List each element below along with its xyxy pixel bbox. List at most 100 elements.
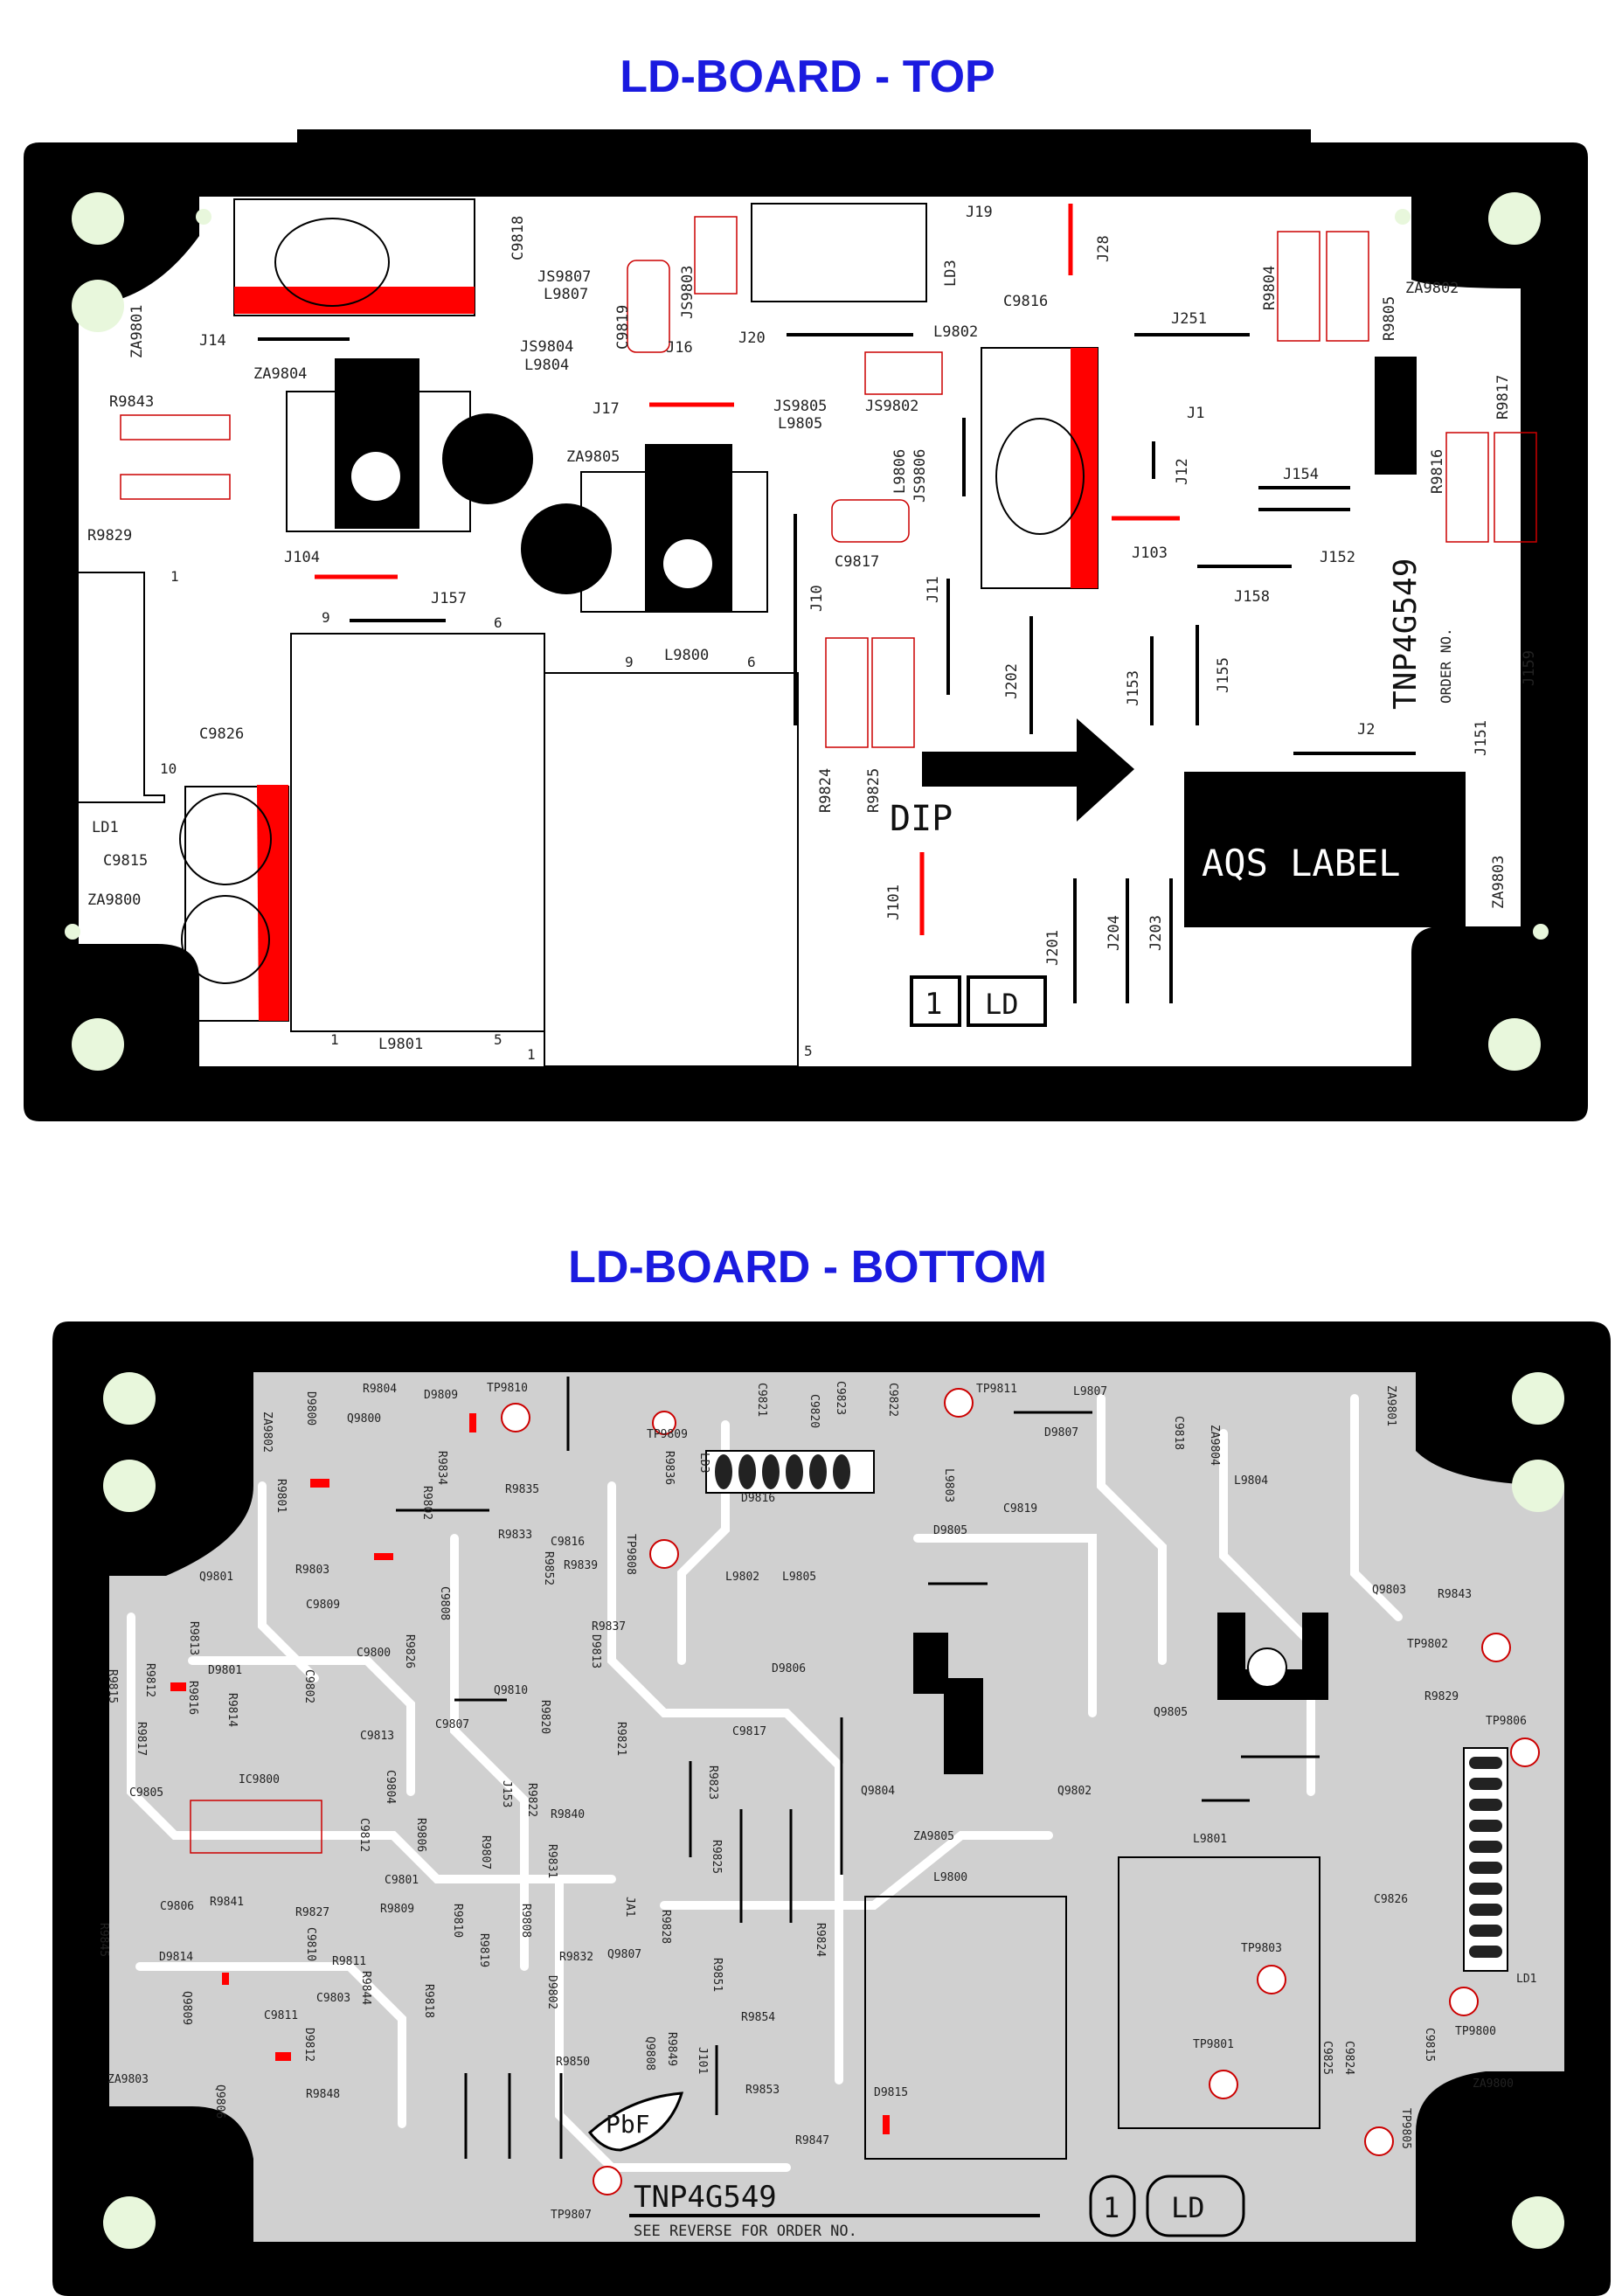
pin-label: 9 — [322, 609, 330, 626]
capacitor-c9815-highlight — [257, 785, 288, 1021]
aqs-label-block — [1184, 772, 1466, 927]
connector-ld3 — [751, 203, 927, 302]
label: L9802 — [725, 1571, 759, 1584]
top-box-ld — [967, 975, 1047, 1027]
label: R9816 — [186, 1681, 199, 1715]
label-j14: J14 — [199, 332, 226, 350]
top-component-labels: ZA9801 J14 ZA9804 R9843 R9829 J104 J157 … — [87, 204, 1538, 1053]
mounting-hole — [103, 1460, 156, 1512]
label: ZA9804 — [1208, 1425, 1221, 1466]
label-ld3: LD3 — [942, 260, 960, 287]
label: C9806 — [160, 1900, 194, 1913]
label-j16: J16 — [666, 339, 693, 357]
label: R9806 — [414, 1818, 427, 1852]
label-j201: J201 — [1044, 930, 1062, 966]
label: C9821 — [755, 1383, 768, 1417]
label: R9824 — [814, 1923, 827, 1957]
label: D9802 — [545, 1975, 558, 2009]
label: D9814 — [159, 1951, 193, 1964]
transformer-l9800 — [544, 672, 799, 1067]
bottom-component-labels: R9804 D9809 TP9810 D9800 Q9800 ZA9802 R9… — [97, 1381, 1536, 2222]
pin — [786, 1454, 803, 1489]
top-resistors — [120, 216, 1537, 748]
pbf-mark — [587, 2091, 684, 2152]
label-j251: J251 — [1171, 310, 1207, 328]
label: R9844 — [359, 1971, 372, 2005]
pin-label: 10 — [160, 760, 177, 777]
dip-text: DIP — [890, 799, 953, 839]
label-j152: J152 — [1320, 549, 1355, 566]
capacitor-top-left-circle — [274, 218, 390, 307]
label: R9807 — [479, 1835, 492, 1869]
title-top: LD-BOARD - TOP — [620, 52, 995, 102]
label: ZA9803 — [107, 2073, 149, 2086]
red-mark — [469, 1413, 476, 1432]
pin — [715, 1454, 732, 1489]
label: R9820 — [538, 1700, 551, 1734]
label: ZA9800 — [1473, 2077, 1514, 2091]
pin-label: 5 — [494, 1031, 503, 1048]
pin-label: 1 — [527, 1046, 536, 1063]
top-mounting-holes — [65, 192, 1549, 1071]
label: C9820 — [808, 1394, 821, 1428]
red-mark — [310, 1479, 329, 1488]
label-l9801: L9801 — [378, 1036, 423, 1053]
label-j10: J10 — [808, 585, 826, 612]
label-r9829: R9829 — [87, 527, 132, 545]
trace — [913, 1534, 1097, 1717]
label-r9816: R9816 — [1429, 449, 1446, 494]
label: D9816 — [741, 1492, 775, 1505]
heatsink-left-hole — [351, 452, 400, 501]
tp9811 — [944, 1388, 974, 1418]
capacitor-top-left-highlight — [234, 287, 475, 314]
label-c9815: C9815 — [103, 852, 148, 870]
label: R9825 — [710, 1840, 723, 1874]
transistor-q9804 — [913, 1633, 983, 1774]
mounting-hole — [103, 1372, 156, 1425]
label: R9821 — [614, 1722, 627, 1756]
trace — [127, 1613, 616, 1883]
capacitor-c9815 — [181, 895, 270, 984]
label: Q9807 — [607, 1948, 641, 1961]
label: Q9804 — [861, 1785, 895, 1798]
black-circle — [442, 413, 533, 504]
label: R9813 — [187, 1621, 200, 1655]
bottom-reverse-note: SEE REVERSE FOR ORDER NO. — [634, 2223, 857, 2240]
label: R9853 — [745, 2084, 780, 2097]
label: C9800 — [357, 1647, 391, 1660]
label-j204: J204 — [1106, 915, 1123, 951]
trace — [1219, 1429, 1315, 1796]
label: R9818 — [422, 1984, 435, 2018]
label: C9807 — [435, 1718, 469, 1731]
bottom-mounting-holes — [103, 1372, 1564, 2249]
label: ZA9802 — [260, 1412, 274, 1453]
label-j19: J19 — [966, 204, 993, 221]
ld1-connector-outline — [76, 572, 165, 803]
label: TP9803 — [1241, 1942, 1282, 1955]
label: J101 — [696, 2047, 709, 2074]
resistor-r9805 — [1326, 231, 1369, 342]
label-j151: J151 — [1473, 720, 1490, 756]
capacitor-c9826 — [179, 793, 272, 885]
label: L9805 — [782, 1571, 816, 1584]
label: C9823 — [834, 1381, 847, 1415]
top-board: AQS LABEL DIP TNP4G549 ORDER NO. 1 LD — [24, 129, 1588, 1121]
trace — [660, 1831, 1053, 1910]
label: R9808 — [519, 1904, 532, 1938]
mounting-hole — [1512, 1372, 1564, 1425]
capacitor-c9819 — [627, 260, 670, 353]
label: R9851 — [710, 1958, 724, 1992]
label: TP9807 — [551, 2209, 592, 2222]
label-ld1: LD1 — [92, 819, 119, 836]
label-c9826: C9826 — [199, 725, 244, 743]
top-board-pcb — [79, 197, 1521, 1066]
label: C9810 — [304, 1927, 317, 1961]
label-l9800: L9800 — [664, 647, 709, 664]
tp9805 — [1364, 2126, 1394, 2156]
label: TP9808 — [624, 1534, 637, 1575]
label: R9837 — [592, 1620, 626, 1634]
label: L9803 — [942, 1468, 955, 1502]
transformer-l9801 — [1118, 1856, 1320, 2129]
label-j2: J2 — [1357, 721, 1375, 739]
